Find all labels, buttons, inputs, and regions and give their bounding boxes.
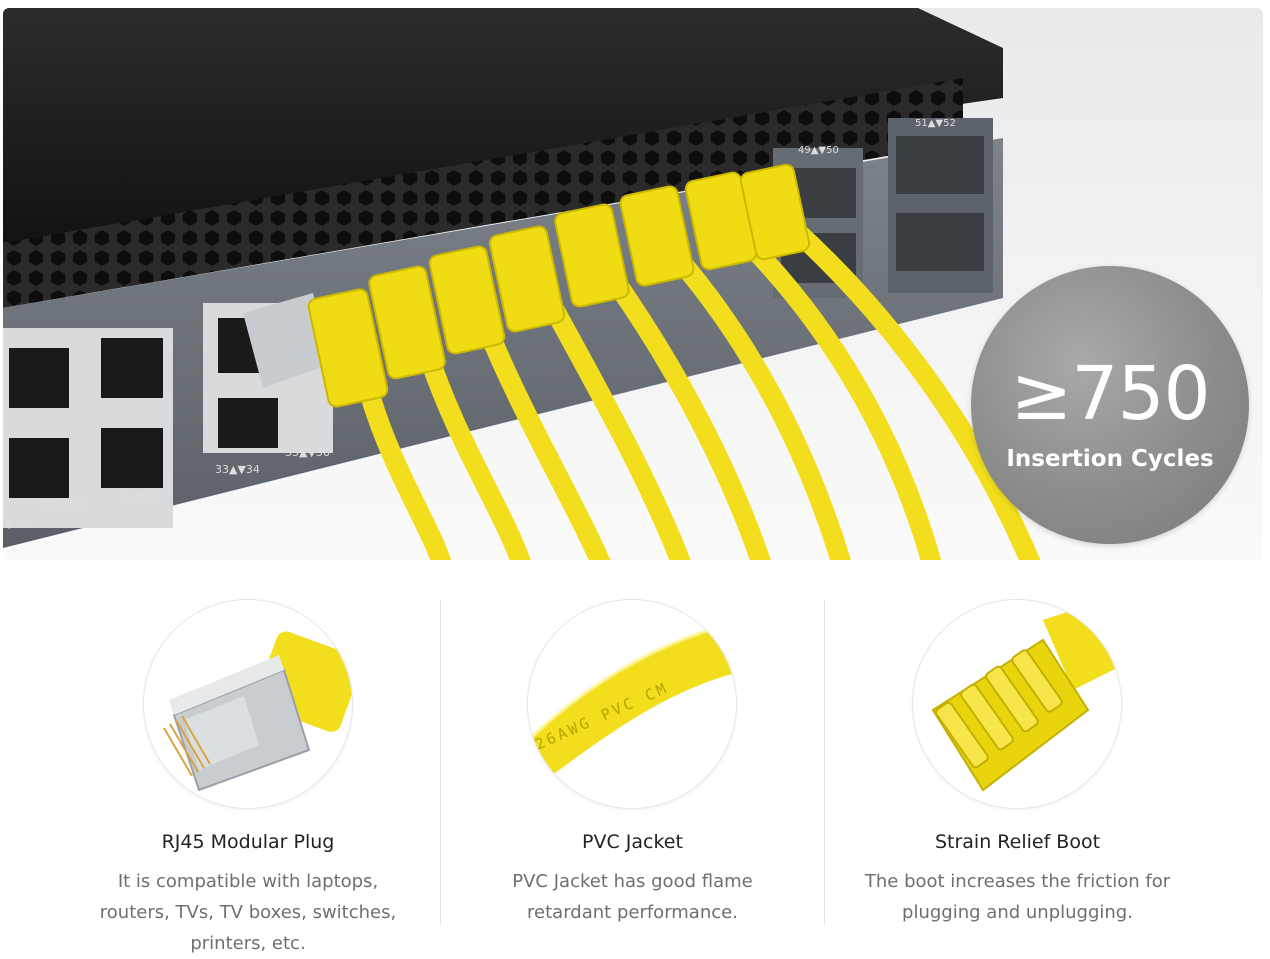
- port-label: 29▲▼30: [43, 498, 88, 511]
- description-line: retardant performance.: [527, 902, 738, 923]
- description-line: printers, etc.: [190, 933, 306, 954]
- switch-illustration: ▼28 29▲▼30 31▲▼32 33▲▼34 35▲▼36 49▲▼50 5…: [3, 8, 1041, 560]
- port-label: 49▲▼50: [798, 145, 839, 156]
- port-label: 51▲▼52: [915, 118, 956, 129]
- description-line: routers, TVs, TV boxes, switches,: [99, 902, 397, 923]
- feature-description: The boot increases the friction for plug…: [830, 866, 1205, 928]
- description-line: The boot increases the friction for: [864, 871, 1171, 892]
- feature-section: RJ45 Modular Plug It is compatible with …: [0, 600, 1270, 958]
- feature-rj45-plug: RJ45 Modular Plug It is compatible with …: [60, 600, 436, 958]
- port-label: 33▲▼34: [215, 463, 260, 476]
- feature-title: PVC Jacket: [582, 831, 683, 853]
- feature-title: RJ45 Modular Plug: [161, 831, 335, 853]
- feature-description: It is compatible with laptops, routers, …: [60, 866, 436, 959]
- switch-top: [3, 8, 1003, 243]
- strain-relief-boot-image: [913, 600, 1121, 808]
- badge-number: ≥750: [1010, 351, 1210, 437]
- port-label: 31▲▼32: [115, 490, 160, 503]
- hero-photo: ▼28 29▲▼30 31▲▼32 33▲▼34 35▲▼36 49▲▼50 5…: [3, 8, 1263, 560]
- feature-title: Strain Relief Boot: [934, 831, 1101, 853]
- pvc-jacket-image: 26AWG PVC CM: [528, 600, 736, 808]
- insertion-cycles-badge: ≥750 Insertion Cycles: [971, 266, 1249, 544]
- cable-boots: [307, 163, 811, 408]
- column-divider: [440, 600, 441, 924]
- rj45-plug-image: [144, 600, 352, 808]
- description-line: PVC Jacket has good flame: [512, 871, 753, 892]
- description-line: plugging and unplugging.: [902, 902, 1133, 923]
- feature-description: PVC Jacket has good flame retardant perf…: [445, 866, 820, 928]
- column-divider: [824, 600, 825, 924]
- feature-pvc-jacket: 26AWG PVC CM PVC Jacket PVC Jacket has g…: [445, 600, 820, 958]
- badge-label: Insertion Cycles: [1006, 446, 1214, 472]
- feature-strain-relief-boot: Strain Relief Boot The boot increases th…: [830, 600, 1205, 958]
- port-label: ▼28: [5, 518, 27, 531]
- description-line: It is compatible with laptops,: [117, 871, 379, 892]
- switch-vents: [3, 78, 963, 308]
- port-label: 35▲▼36: [285, 446, 330, 459]
